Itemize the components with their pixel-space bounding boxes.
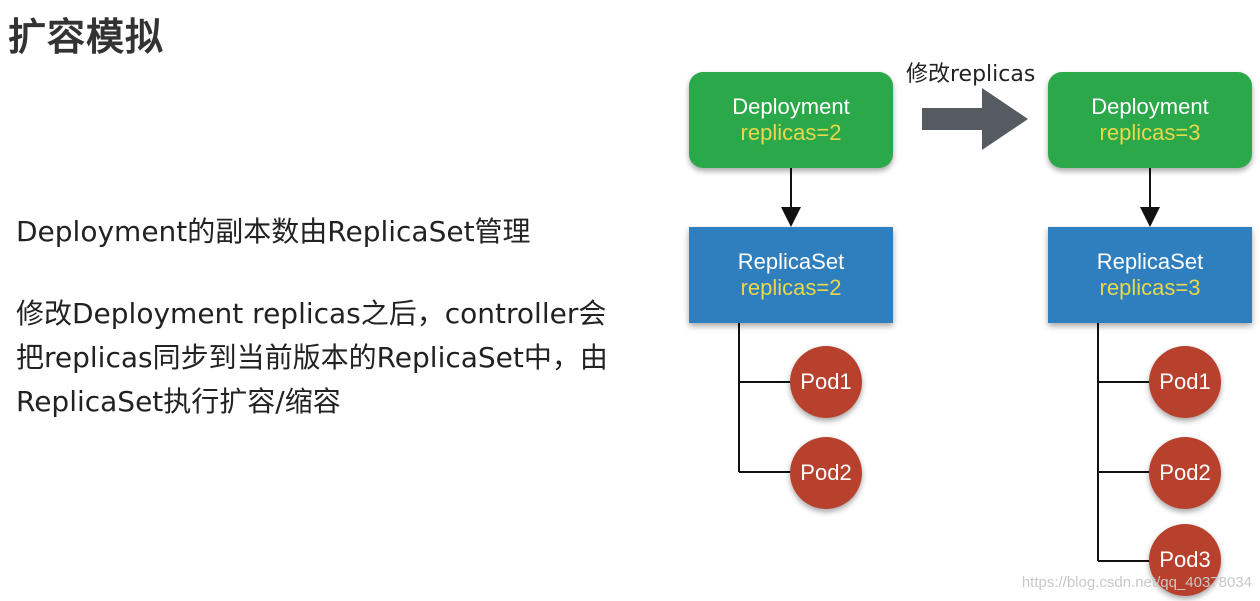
before-pod-1: Pod1 xyxy=(790,346,862,418)
before-deployment-box: Deployment replicas=2 xyxy=(689,72,893,168)
description-para-line: 把replicas同步到当前版本的ReplicaSet中，由 xyxy=(16,341,608,374)
after-pod-2: Pod2 xyxy=(1149,437,1221,509)
deployment-replicas: replicas=3 xyxy=(1099,120,1201,145)
transition-arrow-label: 修改replicas xyxy=(906,62,1036,87)
after-pod-1: Pod1 xyxy=(1149,346,1221,418)
transition-arrow xyxy=(922,88,1028,150)
replicaset-label: ReplicaSet xyxy=(1096,249,1204,274)
description-para-line: 修改Deployment replicas之后，controller会 xyxy=(16,297,607,330)
replicaset-replicas: replicas=2 xyxy=(740,275,842,300)
deployment-label: Deployment xyxy=(732,94,850,119)
before-pod-2: Pod2 xyxy=(790,437,862,509)
description-para-line: ReplicaSet执行扩容/缩容 xyxy=(16,385,341,418)
deployment-replicas: replicas=2 xyxy=(740,120,842,145)
before-replicaset-box: ReplicaSet replicas=2 xyxy=(689,227,893,323)
replicaset-label: ReplicaSet xyxy=(737,249,845,274)
after-replicaset-box: ReplicaSet replicas=3 xyxy=(1048,227,1252,323)
after-deployment-box: Deployment replicas=3 xyxy=(1048,72,1252,168)
before-pod-tree xyxy=(738,323,792,473)
page-title: 扩容模拟 xyxy=(8,15,165,59)
replicaset-replicas: replicas=3 xyxy=(1099,275,1201,300)
after-pod-tree xyxy=(1097,323,1152,562)
deployment-label: Deployment xyxy=(1091,94,1209,119)
watermark: https://blog.csdn.net/qq_40378034 xyxy=(1021,574,1252,591)
description-line1: Deployment的副本数由ReplicaSet管理 xyxy=(16,215,531,248)
description-paragraph: 修改Deployment replicas之后，controller会 把rep… xyxy=(16,292,676,424)
after-pod-3: Pod3 xyxy=(1149,524,1221,596)
